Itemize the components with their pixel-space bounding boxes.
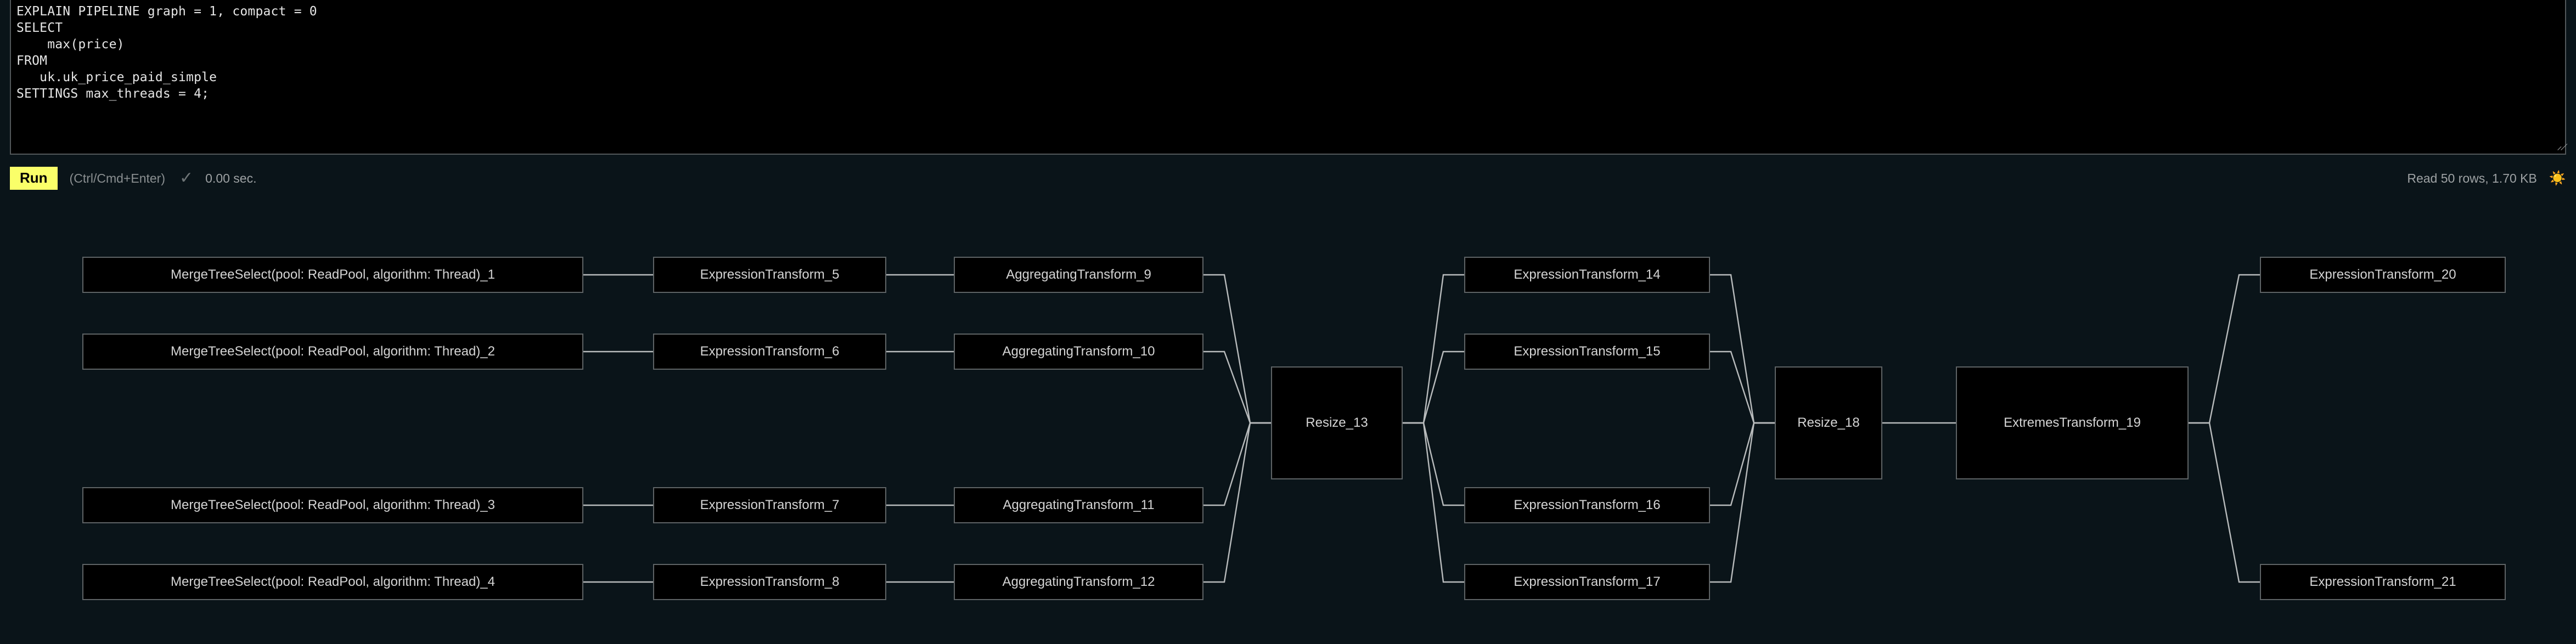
graph-node[interactable]: Resize_18: [1775, 366, 1882, 479]
graph-node-label: MergeTreeSelect(pool: ReadPool, algorith…: [171, 574, 495, 589]
graph-node-label: ExpressionTransform_15: [1514, 344, 1661, 359]
graph-edge: [1403, 274, 1464, 424]
graph-node-label: AggregatingTransform_10: [1002, 344, 1155, 359]
toolbar-right-group: Read 50 rows, 1.70 KB ☀️: [2407, 171, 2566, 186]
graph-edge: [1403, 422, 1464, 506]
graph-edge: [1203, 274, 1271, 424]
graph-node[interactable]: MergeTreeSelect(pool: ReadPool, algorith…: [82, 564, 583, 600]
graph-node-label: ExpressionTransform_14: [1514, 267, 1661, 282]
graph-node-label: Resize_18: [1797, 415, 1860, 430]
graph-node[interactable]: ExpressionTransform_7: [653, 487, 886, 523]
graph-edge: [1710, 422, 1775, 506]
graph-node-label: AggregatingTransform_9: [1006, 267, 1151, 282]
graph-edge: [1710, 351, 1775, 424]
graph-node[interactable]: AggregatingTransform_9: [954, 257, 1203, 293]
hotkey-hint-label: (Ctrl/Cmd+Enter): [69, 171, 165, 185]
run-button[interactable]: Run: [10, 167, 58, 190]
graph-node-label: ExtremesTransform_19: [2004, 415, 2141, 430]
graph-node[interactable]: ExtremesTransform_19: [1956, 366, 2189, 479]
graph-node[interactable]: MergeTreeSelect(pool: ReadPool, algorith…: [82, 257, 583, 293]
graph-node[interactable]: MergeTreeSelect(pool: ReadPool, algorith…: [82, 334, 583, 370]
graph-edge: [1203, 422, 1271, 506]
graph-edge: [2189, 422, 2260, 583]
graph-edge: [1203, 422, 1271, 583]
query-editor-container: [10, 0, 2568, 155]
graph-node[interactable]: Resize_13: [1271, 366, 1403, 479]
graph-node[interactable]: ExpressionTransform_16: [1464, 487, 1710, 523]
graph-node-label: AggregatingTransform_11: [1003, 498, 1155, 512]
elapsed-time-label: 0.00 sec.: [205, 171, 257, 185]
graph-edge: [1403, 422, 1464, 583]
graph-node-label: ExpressionTransform_5: [700, 267, 840, 282]
graph-node-label: AggregatingTransform_12: [1002, 574, 1155, 589]
query-toolbar: Run (Ctrl/Cmd+Enter) ✓ 0.00 sec. Read 50…: [10, 166, 2566, 191]
graph-node[interactable]: AggregatingTransform_10: [954, 334, 1203, 370]
graph-edge: [1403, 351, 1464, 424]
graph-node[interactable]: AggregatingTransform_12: [954, 564, 1203, 600]
graph-node-label: ExpressionTransform_16: [1514, 498, 1661, 512]
graph-node[interactable]: MergeTreeSelect(pool: ReadPool, algorith…: [82, 487, 583, 523]
pipeline-graph: MergeTreeSelect(pool: ReadPool, algorith…: [0, 217, 2576, 644]
graph-node[interactable]: AggregatingTransform_11: [954, 487, 1203, 523]
graph-node-label: MergeTreeSelect(pool: ReadPool, algorith…: [171, 267, 495, 282]
graph-node-label: ExpressionTransform_21: [2309, 574, 2456, 589]
sun-icon[interactable]: ☀️: [2549, 170, 2566, 186]
graph-node[interactable]: ExpressionTransform_20: [2260, 257, 2506, 293]
graph-node[interactable]: ExpressionTransform_14: [1464, 257, 1710, 293]
graph-node[interactable]: ExpressionTransform_6: [653, 334, 886, 370]
read-stats-label: Read 50 rows, 1.70 KB: [2407, 171, 2537, 185]
graph-edge: [1203, 351, 1271, 424]
graph-node-label: ExpressionTransform_7: [700, 498, 840, 512]
graph-node[interactable]: ExpressionTransform_8: [653, 564, 886, 600]
graph-node-label: ExpressionTransform_6: [700, 344, 840, 359]
graph-edge: [1710, 274, 1775, 424]
graph-node-label: MergeTreeSelect(pool: ReadPool, algorith…: [171, 344, 495, 359]
graph-node[interactable]: ExpressionTransform_17: [1464, 564, 1710, 600]
graph-node[interactable]: ExpressionTransform_5: [653, 257, 886, 293]
graph-node-label: MergeTreeSelect(pool: ReadPool, algorith…: [171, 498, 495, 512]
graph-edge: [1710, 422, 1775, 583]
graph-node-label: Resize_13: [1306, 415, 1368, 430]
graph-node[interactable]: ExpressionTransform_15: [1464, 334, 1710, 370]
graph-node-label: ExpressionTransform_8: [700, 574, 840, 589]
query-input[interactable]: [10, 0, 2566, 155]
graph-node-label: ExpressionTransform_17: [1514, 574, 1661, 589]
graph-edge: [2189, 274, 2260, 424]
check-icon: ✓: [179, 169, 194, 187]
graph-node[interactable]: ExpressionTransform_21: [2260, 564, 2506, 600]
graph-node-label: ExpressionTransform_20: [2309, 267, 2456, 282]
